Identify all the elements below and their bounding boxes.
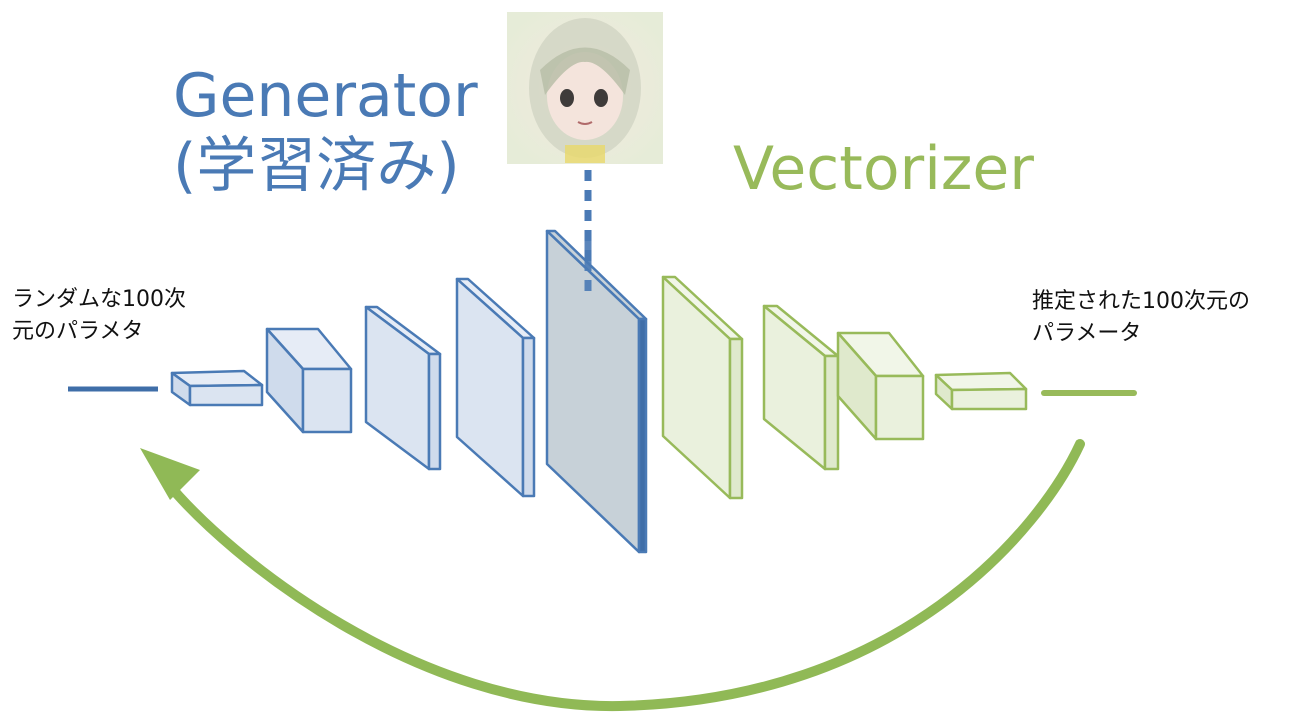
input-label-line-2: 元のパラメタ [12,318,144,344]
vectorizer-layer-3 [836,331,925,441]
generator-layer-1 [170,369,264,407]
output-label-line-2: パラメータ [1032,320,1142,346]
generator-title-line-2: (学習済み) [173,130,460,201]
feedback-loop-arrow [140,439,1085,712]
input-label: ランダムな100次 元のパラメタ [12,284,186,348]
generator-title: Generator (学習済み) [173,61,478,201]
generator-layers [170,229,648,554]
vectorizer-layer-4 [934,371,1028,411]
output-label-line-1: 推定された100次元の [1032,289,1250,314]
vectorizer-layers [661,275,1028,500]
generator-title-line-1: Generator [173,61,478,131]
input-label-line-1: ランダムな100次 [12,287,186,312]
arrowhead-icon [140,448,200,500]
output-label: 推定された100次元の パラメータ [1032,286,1250,350]
generator-layer-4 [455,277,536,498]
generated-face-image [507,12,663,164]
vectorizer-title: Vectorizer [733,134,1034,204]
generator-layer-3 [364,305,442,471]
vectorizer-layer-1 [661,275,744,500]
generator-layer-2 [265,327,353,434]
vectorizer-layer-2 [762,304,840,471]
generator-output-layer [545,229,648,554]
